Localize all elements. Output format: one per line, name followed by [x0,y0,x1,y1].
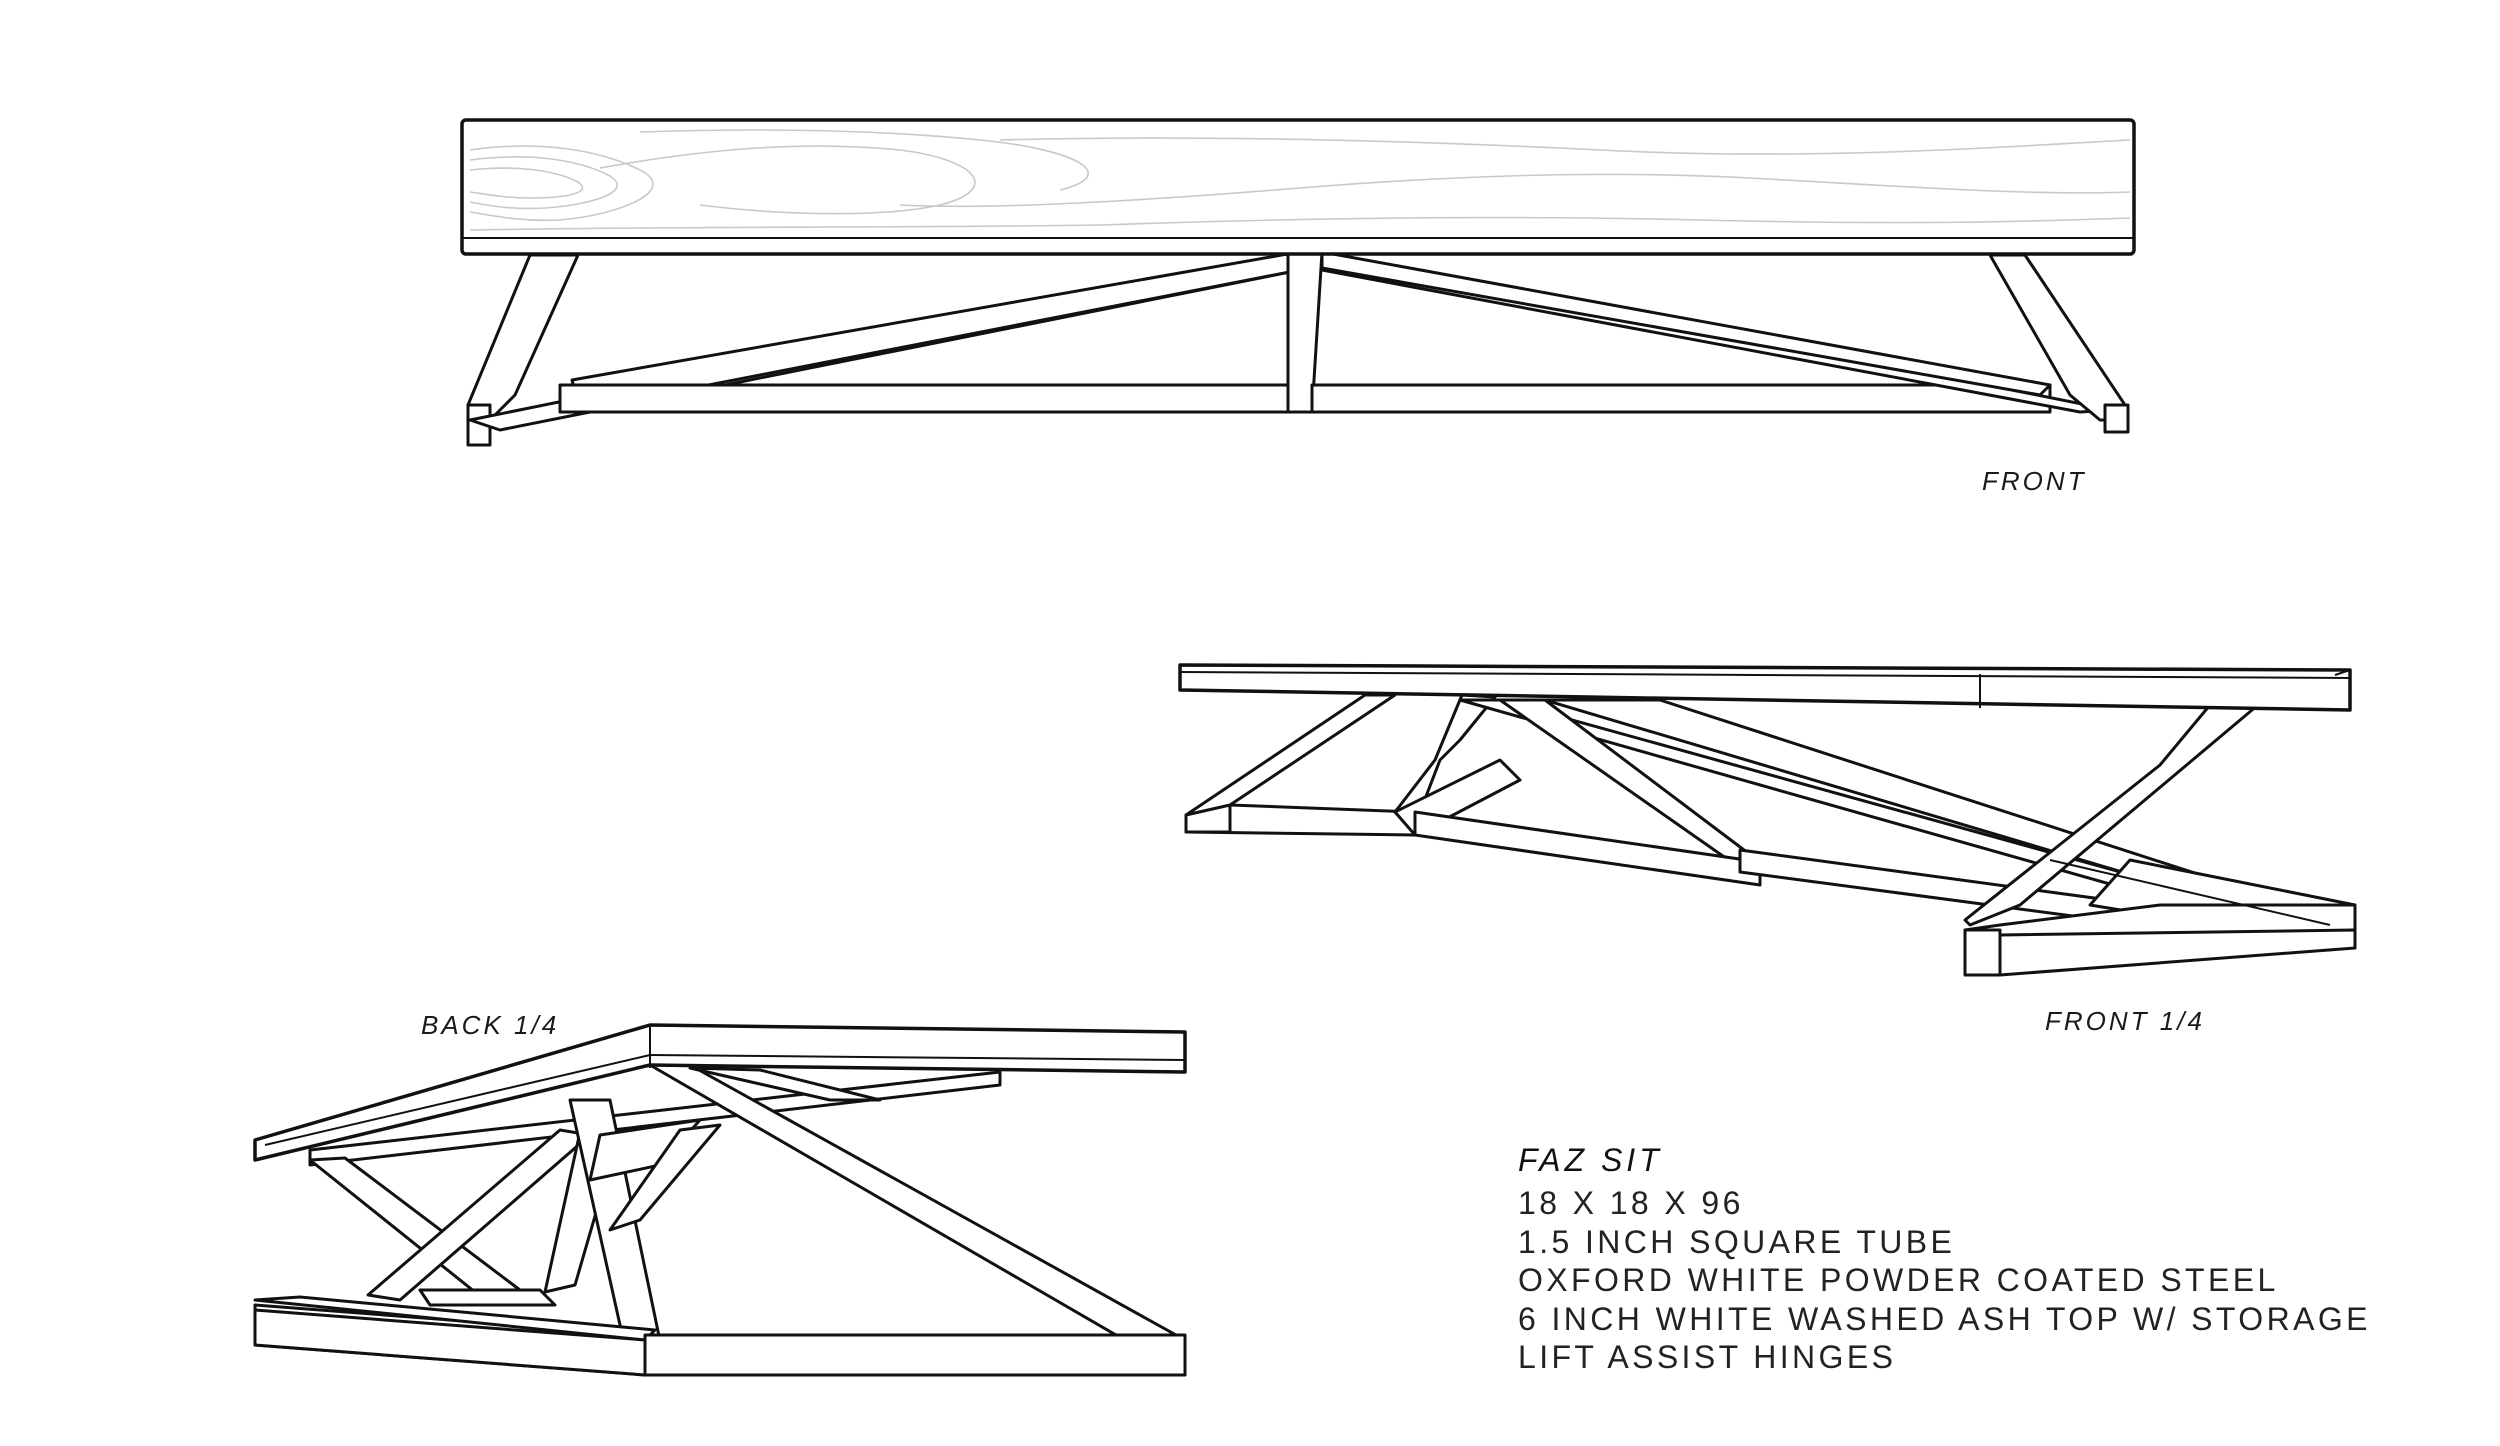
back-quarter-view-frame [253,1063,1187,1377]
back-quarter-view-ash-top [253,1023,1187,1162]
spec-title: FAZ SIT [1518,1142,1663,1178]
spec-top: 6 INCH WHITE WASHED ASH TOP W/ STORAGE [1518,1300,2371,1337]
front-quarter-view-frame [1184,693,2357,977]
front-view-drawing [460,118,2136,447]
front-view-frame [466,248,2130,447]
front-quarter-view-drawing [1178,663,2357,977]
spec-block: FAZ SIT 18 X 18 X 96 1.5 INCH SQUARE TUB… [1518,1140,2418,1377]
spec-dimensions: 18 X 18 X 96 [1518,1185,1744,1221]
back-quarter-view-drawing [253,1023,1187,1377]
front-view-label: FRONT [1982,466,2087,496]
spec-tube: 1.5 INCH SQUARE TUBE [1518,1223,1956,1260]
spec-finish: OXFORD WHITE POWDER COATED STEEL [1518,1262,2279,1298]
front-quarter-view-ash-top [1178,663,2352,712]
front-view-ash-top [460,118,2136,256]
spec-hinges: LIFT ASSIST HINGES [1518,1339,1897,1375]
front-quarter-view-label: FRONT 1/4 [2045,1006,2205,1036]
back-quarter-view-label: BACK 1/4 [421,1010,560,1040]
